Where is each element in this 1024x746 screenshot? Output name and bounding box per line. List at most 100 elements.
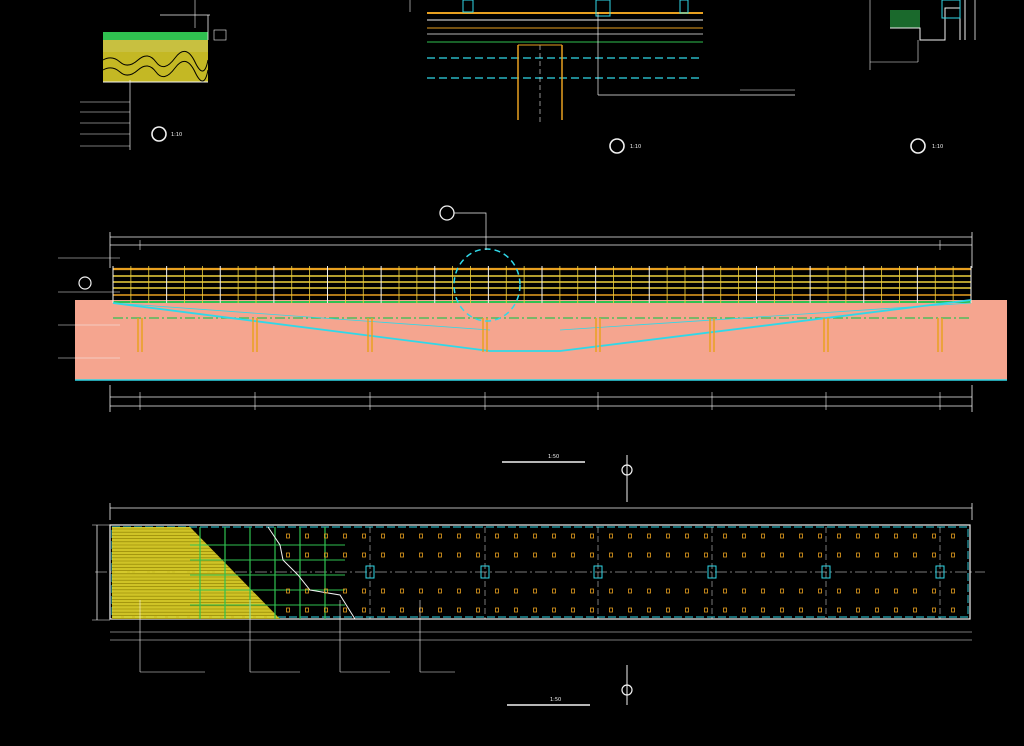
bolt-point bbox=[419, 533, 423, 539]
bolt-point bbox=[286, 552, 290, 558]
bolt-point bbox=[761, 533, 765, 539]
bolt-point bbox=[761, 607, 765, 613]
bolt-point bbox=[685, 533, 689, 539]
bolt-point bbox=[419, 588, 423, 594]
detail-3-symbol bbox=[910, 138, 926, 154]
bolt-point bbox=[685, 588, 689, 594]
bolt-point bbox=[704, 552, 708, 558]
column-marker bbox=[707, 565, 717, 579]
bolt-point bbox=[704, 588, 708, 594]
bolt-point bbox=[894, 533, 898, 539]
bolt-point bbox=[495, 607, 499, 613]
bolt-point bbox=[381, 533, 385, 539]
bolt-point bbox=[856, 607, 860, 613]
bolt-point bbox=[875, 533, 879, 539]
detail-section-3: 1:10 bbox=[869, 0, 976, 154]
bolt-point bbox=[628, 533, 632, 539]
bolt-point bbox=[590, 552, 594, 558]
bolt-point bbox=[438, 607, 442, 613]
bolt-point bbox=[590, 588, 594, 594]
bolt-point bbox=[343, 533, 347, 539]
bolt-point bbox=[419, 552, 423, 558]
bridge-plan: 1:50 bbox=[92, 503, 985, 706]
detail-section-1: 1:10 bbox=[80, 0, 227, 150]
bolt-point bbox=[951, 588, 955, 594]
bolt-point bbox=[305, 533, 309, 539]
bolt-point bbox=[457, 533, 461, 539]
bolt-point bbox=[514, 607, 518, 613]
bolt-point bbox=[666, 533, 670, 539]
bolt-point bbox=[704, 607, 708, 613]
bolt-point bbox=[514, 588, 518, 594]
bolt-point bbox=[343, 588, 347, 594]
bolt-point bbox=[552, 552, 556, 558]
bolt-point bbox=[400, 552, 404, 558]
column-marker bbox=[821, 565, 831, 579]
bridge-underside bbox=[112, 299, 972, 352]
bolt-point bbox=[780, 552, 784, 558]
bolt-point bbox=[647, 588, 651, 594]
bolt-point bbox=[647, 533, 651, 539]
bridge-elevation: 1:50 bbox=[58, 205, 1007, 502]
callout-circle bbox=[453, 248, 521, 322]
elevation-scale: 1:50 bbox=[548, 454, 559, 460]
bolt-point bbox=[837, 588, 841, 594]
bolt-point bbox=[894, 552, 898, 558]
bolt-point bbox=[951, 607, 955, 613]
bolt-point bbox=[799, 588, 803, 594]
bolt-point bbox=[533, 607, 537, 613]
bolt-point bbox=[761, 552, 765, 558]
bolt-point bbox=[666, 552, 670, 558]
bolt-point bbox=[362, 533, 366, 539]
bolt-point bbox=[400, 533, 404, 539]
bolt-point bbox=[647, 552, 651, 558]
bolt-point bbox=[913, 588, 917, 594]
bolt-point bbox=[685, 552, 689, 558]
bolt-point bbox=[552, 588, 556, 594]
water-body bbox=[75, 300, 1007, 380]
bolt-point bbox=[856, 588, 860, 594]
bolt-point bbox=[780, 607, 784, 613]
bolt-point bbox=[419, 607, 423, 613]
bolt-point bbox=[818, 552, 822, 558]
bolt-point bbox=[761, 588, 765, 594]
bolt-point bbox=[552, 607, 556, 613]
plan-scale: 1:50 bbox=[550, 697, 561, 703]
bolt-point bbox=[742, 588, 746, 594]
bolt-point bbox=[951, 533, 955, 539]
bolt-point bbox=[476, 588, 480, 594]
bolt-point bbox=[286, 607, 290, 613]
bolt-point bbox=[913, 533, 917, 539]
bolt-point bbox=[875, 607, 879, 613]
bolt-point bbox=[932, 552, 936, 558]
bolt-point bbox=[723, 552, 727, 558]
bolt-point bbox=[571, 533, 575, 539]
bolt-point bbox=[590, 533, 594, 539]
bolt-point bbox=[742, 533, 746, 539]
bolt-point bbox=[742, 607, 746, 613]
bolt-point bbox=[343, 607, 347, 613]
bolt-point bbox=[856, 533, 860, 539]
column-marker bbox=[365, 565, 375, 579]
bolt-point bbox=[799, 533, 803, 539]
bolt-point bbox=[818, 588, 822, 594]
bolt-point bbox=[305, 552, 309, 558]
bolt-point bbox=[609, 552, 613, 558]
detail-3-scale: 1:10 bbox=[932, 144, 943, 150]
bolt-point bbox=[742, 552, 746, 558]
bolt-point bbox=[514, 552, 518, 558]
bolt-point bbox=[381, 552, 385, 558]
bolt-point bbox=[324, 607, 328, 613]
bolt-point bbox=[552, 533, 556, 539]
bolt-point bbox=[704, 533, 708, 539]
detail-2-symbol bbox=[609, 138, 625, 154]
bolt-point bbox=[856, 552, 860, 558]
bolt-point bbox=[457, 588, 461, 594]
bolt-point bbox=[609, 533, 613, 539]
bolt-point bbox=[932, 607, 936, 613]
bolt-point bbox=[495, 588, 499, 594]
bolt-point bbox=[324, 533, 328, 539]
bolt-point bbox=[324, 588, 328, 594]
bolt-point bbox=[837, 552, 841, 558]
